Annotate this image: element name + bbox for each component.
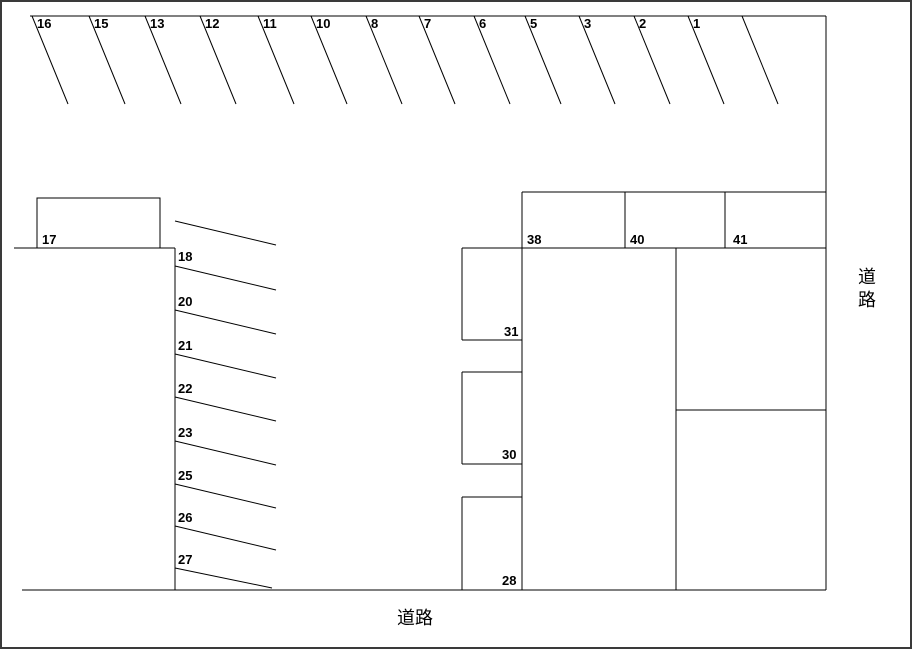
stall-number: 11 xyxy=(263,16,277,31)
stall-divider xyxy=(633,15,671,105)
stall-divider xyxy=(524,15,562,105)
stall-divider xyxy=(199,15,237,105)
stall-number: 25 xyxy=(178,468,192,483)
road-label-right-char: 道 xyxy=(858,267,876,288)
stall-divider xyxy=(174,353,277,379)
stall-number: 22 xyxy=(178,381,192,396)
stall-number: 41 xyxy=(733,232,747,247)
stall-number: 38 xyxy=(527,232,541,247)
stall-number: 20 xyxy=(178,294,192,309)
road-label-right-char: 路 xyxy=(858,290,876,311)
stall-divider xyxy=(174,396,277,422)
stall-number: 2 xyxy=(639,16,646,31)
top-stall-numbers: 16 15 13 12 11 10 8 7 6 5 3 2 1 xyxy=(37,16,700,31)
stall-number: 13 xyxy=(150,16,164,31)
stall-number: 40 xyxy=(630,232,644,247)
stall-number: 6 xyxy=(479,16,486,31)
stall-number: 31 xyxy=(504,324,518,339)
stall-divider xyxy=(88,15,126,105)
stall-number: 18 xyxy=(178,249,192,264)
stall-divider xyxy=(257,15,295,105)
stall-divider xyxy=(174,567,273,589)
stall-divider xyxy=(418,15,456,105)
stall-number: 10 xyxy=(316,16,330,31)
stall-divider xyxy=(31,15,69,105)
stall-divider xyxy=(174,525,277,551)
stall-number: 30 xyxy=(502,447,516,462)
top-stall-dividers xyxy=(31,15,779,105)
stall-number: 26 xyxy=(178,510,192,525)
stall-divider xyxy=(310,15,348,105)
stall-divider xyxy=(174,220,277,246)
stall-number: 17 xyxy=(42,232,56,247)
road-label-bottom: 道路 xyxy=(397,608,433,629)
stall-number: 16 xyxy=(37,16,51,31)
stall-number: 28 xyxy=(502,573,516,588)
stall-divider xyxy=(174,265,277,291)
stall-divider xyxy=(365,15,403,105)
stall-number: 1 xyxy=(693,16,700,31)
stall-number: 7 xyxy=(424,16,431,31)
stall-divider xyxy=(687,15,725,105)
stall-number: 3 xyxy=(584,16,591,31)
stall-number: 27 xyxy=(178,552,192,567)
stall-number: 12 xyxy=(205,16,219,31)
stall-number: 15 xyxy=(94,16,108,31)
stall-divider xyxy=(578,15,616,105)
stall-number: 21 xyxy=(178,338,192,353)
stall-number: 23 xyxy=(178,425,192,440)
left-stall-dividers xyxy=(174,220,277,589)
stall-number: 8 xyxy=(371,16,378,31)
stall-divider xyxy=(174,309,277,335)
stall-divider xyxy=(174,440,277,466)
stall-divider xyxy=(144,15,182,105)
left-stall-numbers: 18 20 21 22 23 25 26 27 xyxy=(178,249,192,567)
stall-divider xyxy=(741,15,779,105)
stall-divider xyxy=(473,15,511,105)
stall-divider xyxy=(174,483,277,509)
stall-number: 5 xyxy=(530,16,537,31)
